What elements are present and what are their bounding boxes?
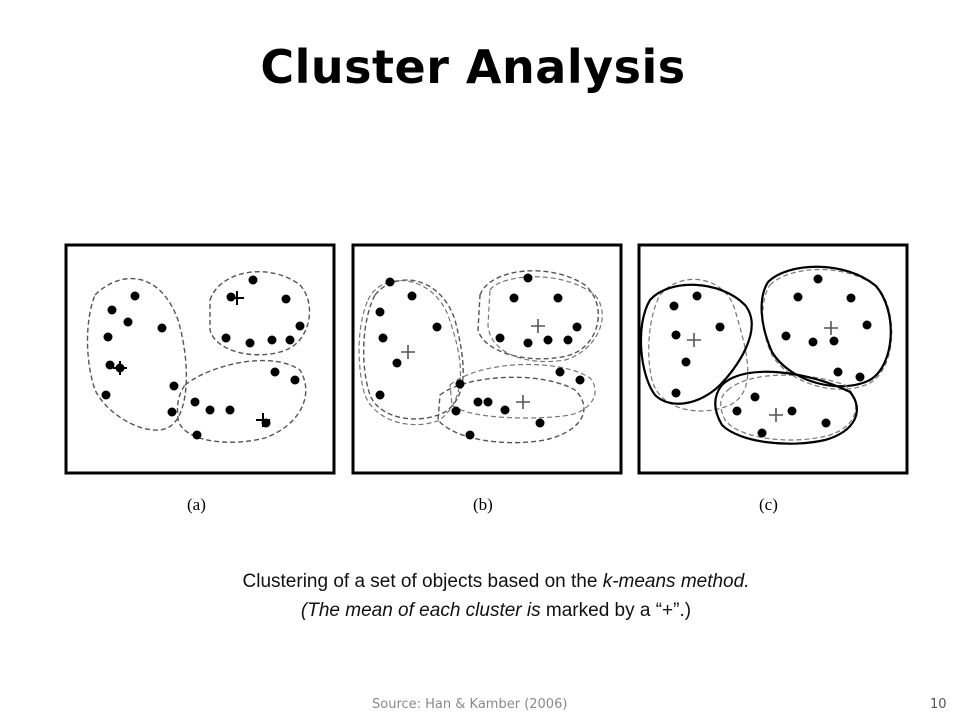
cluster-outline — [358, 280, 462, 426]
caption-text: marked by a “+”.) — [540, 600, 692, 621]
page-number: 10 — [930, 697, 947, 712]
panel-label-a: (a) — [187, 495, 206, 514]
caption-italic: k-means method. — [602, 571, 750, 592]
panel-label-b: (b) — [473, 495, 493, 514]
cluster-outline — [449, 363, 596, 419]
cluster-outline — [437, 376, 585, 444]
panel-b — [351, 243, 623, 475]
caption-line-2: (The mean of each cluster is marked by a… — [0, 598, 960, 624]
cluster-outline — [714, 370, 858, 445]
cluster-outline — [648, 278, 749, 412]
cluster-outline — [176, 359, 307, 443]
caption-line-1: Clustering of a set of objects based on … — [0, 569, 960, 595]
slide-title: Cluster Analysis — [260, 40, 686, 94]
panel-a — [64, 243, 336, 475]
source-citation: Source: Han & Kamber (2006) — [372, 697, 568, 712]
cluster-outline — [86, 277, 188, 431]
caption-italic: (The mean of each cluster is — [300, 600, 541, 621]
panel-label-c: (c) — [759, 495, 778, 514]
cluster-outline — [762, 268, 893, 390]
cluster-outline — [477, 270, 599, 360]
panel-c — [637, 243, 909, 475]
cluster-outline — [639, 283, 753, 405]
cluster-outline — [363, 279, 464, 420]
cluster-outline — [720, 374, 857, 441]
cluster-outline — [487, 276, 603, 363]
cluster-outline — [209, 271, 311, 356]
cluster-outline — [760, 265, 892, 388]
caption-text: Clustering of a set of objects based on … — [242, 571, 603, 592]
